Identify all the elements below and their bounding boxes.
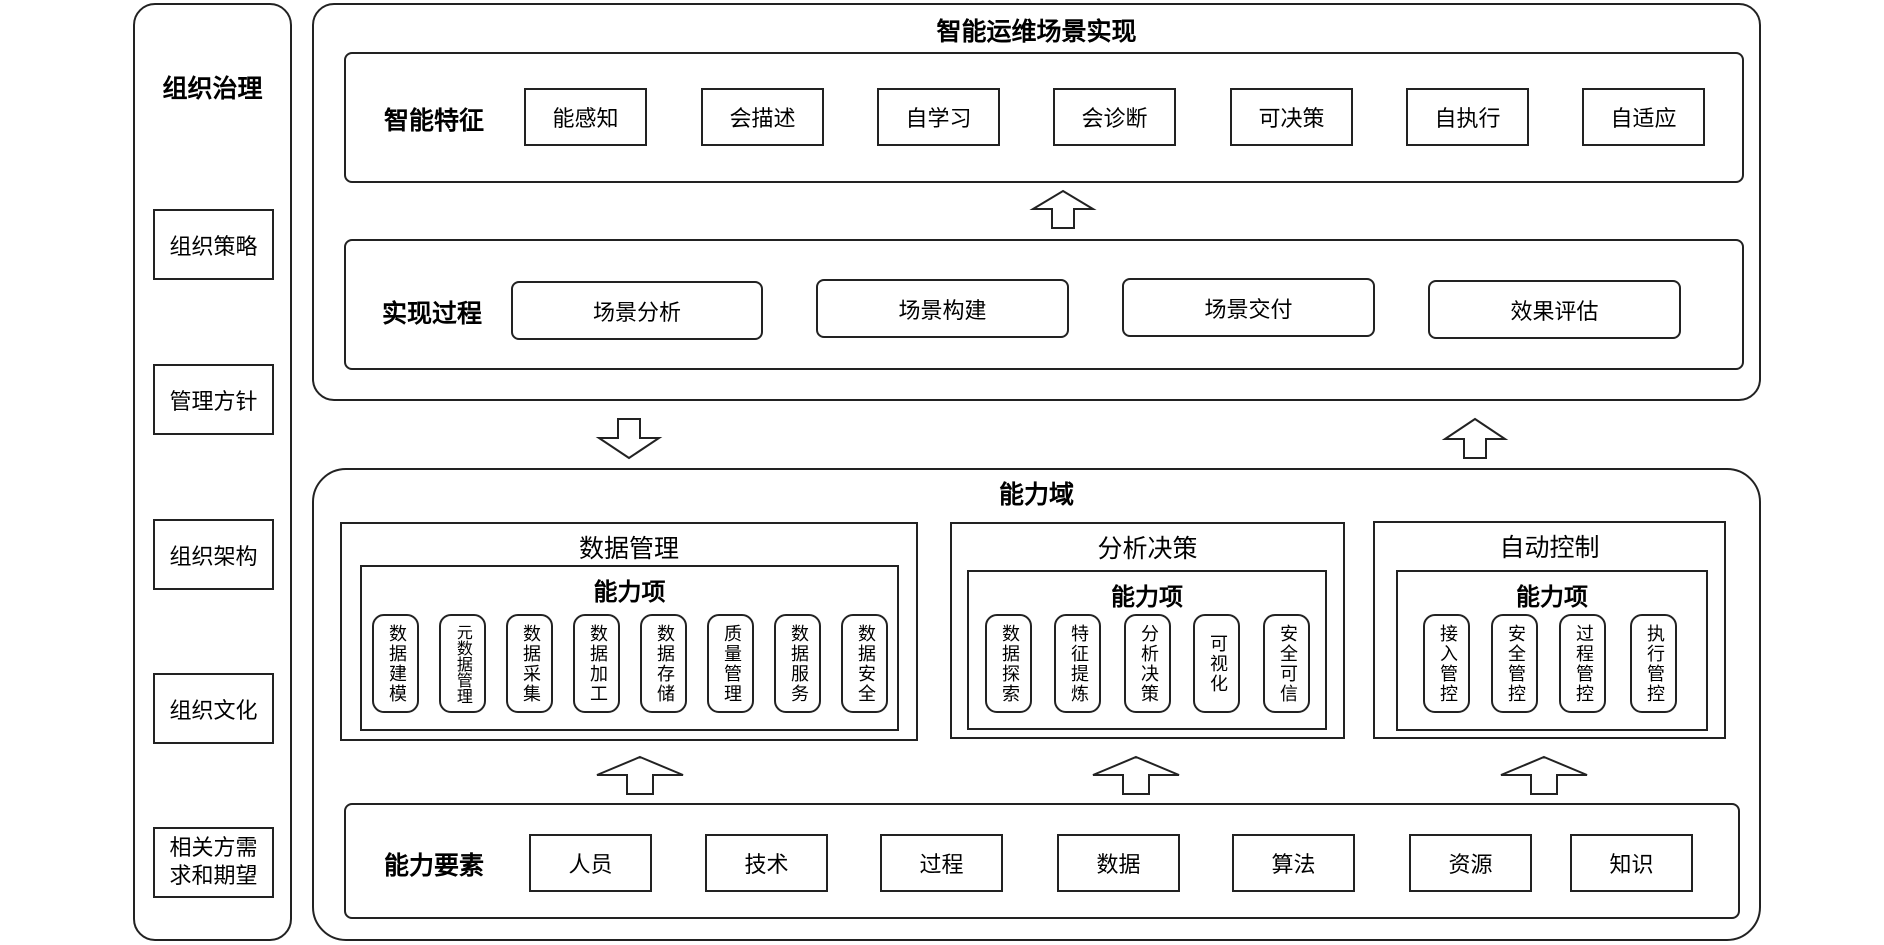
capability-item: 质量管理 (707, 614, 754, 713)
governance-title: 组织治理 (162, 74, 263, 103)
capability-item: 过程管控 (1559, 614, 1606, 713)
process-build: 场景构建 (816, 279, 1069, 338)
capability-item: 特征提炼 (1054, 614, 1101, 713)
feature-learn: 自学习 (877, 88, 1000, 146)
capability-item: 数据探索 (985, 614, 1032, 713)
governance-item-strategy: 组织策略 (153, 209, 274, 280)
element-process: 过程 (880, 834, 1003, 892)
capability-item: 可视化 (1193, 614, 1240, 713)
process-deliver: 场景交付 (1122, 278, 1375, 337)
capability-item: 数据建模 (372, 614, 419, 713)
feature-describe: 会描述 (701, 88, 824, 146)
feature-diagnose: 会诊断 (1053, 88, 1176, 146)
capability-item: 元数据管理 (439, 614, 486, 713)
feature-execute: 自执行 (1406, 88, 1529, 146)
capability-item: 数据加工 (573, 614, 620, 713)
up-arrow-icon (1441, 417, 1509, 459)
domain-title: 数据管理 (578, 534, 679, 563)
process-evaluate: 效果评估 (1428, 280, 1681, 339)
scene-title: 智能运维场景实现 (936, 17, 1137, 46)
element-algorithm: 算法 (1232, 834, 1355, 892)
capability-title: 能力域 (998, 480, 1074, 509)
element-people: 人员 (529, 834, 652, 892)
down-arrow-icon (595, 418, 663, 460)
features-title: 智能特征 (383, 106, 484, 135)
element-data: 数据 (1057, 834, 1180, 892)
capability-item: 安全管控 (1491, 614, 1538, 713)
process-title: 实现过程 (381, 299, 482, 328)
up-arrow-icon (1500, 755, 1588, 795)
capability-items-title: 能力项 (1111, 582, 1183, 611)
feature-decide: 可决策 (1230, 88, 1353, 146)
capability-item: 执行管控 (1630, 614, 1677, 713)
governance-panel (133, 3, 292, 941)
capability-items-title: 能力项 (593, 577, 666, 606)
process-analysis: 场景分析 (511, 281, 763, 340)
capability-item: 分析决策 (1124, 614, 1171, 713)
domain-title: 分析决策 (1097, 534, 1198, 563)
up-arrow-icon (596, 755, 684, 795)
capability-items-title: 能力项 (1516, 582, 1588, 611)
capability-item: 安全可信 (1263, 614, 1310, 713)
capability-item: 数据存储 (640, 614, 687, 713)
feature-adapt: 自适应 (1582, 88, 1705, 146)
element-technology: 技术 (705, 834, 828, 892)
governance-item-policy: 管理方针 (153, 364, 274, 435)
capability-item: 数据安全 (841, 614, 888, 713)
governance-item-stakeholder: 相关方需求和期望 (153, 827, 274, 898)
governance-item-culture: 组织文化 (153, 673, 274, 744)
element-resource: 资源 (1409, 834, 1532, 892)
governance-item-structure: 组织架构 (153, 519, 274, 590)
up-arrow-icon (1092, 755, 1180, 795)
capability-item: 数据服务 (774, 614, 821, 713)
domain-title: 自动控制 (1499, 533, 1600, 562)
element-knowledge: 知识 (1570, 834, 1693, 892)
capability-item: 数据采集 (506, 614, 553, 713)
elements-title: 能力要素 (383, 851, 484, 880)
up-arrow-icon (1029, 189, 1097, 229)
feature-perceive: 能感知 (524, 88, 647, 146)
capability-item: 接入管控 (1423, 614, 1470, 713)
